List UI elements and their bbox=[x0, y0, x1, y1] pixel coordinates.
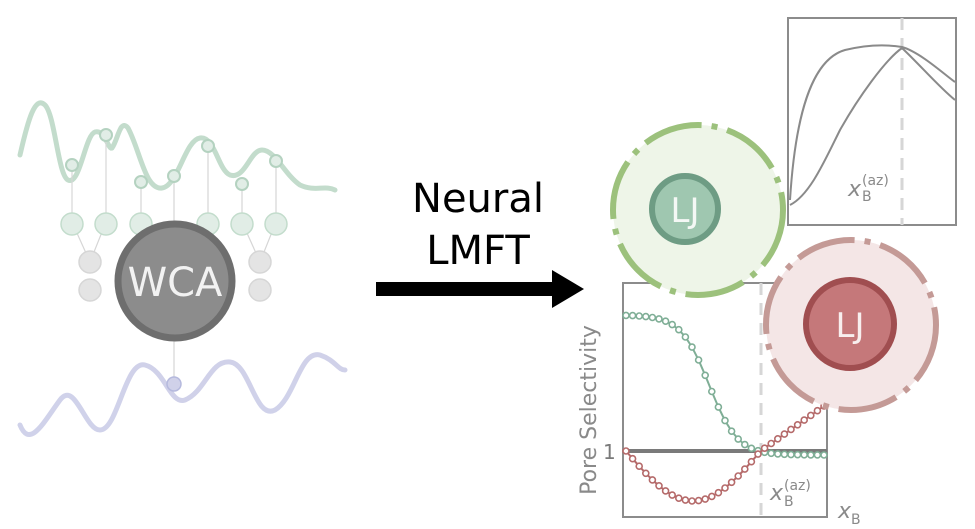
selectivity-point bbox=[635, 462, 644, 471]
selectivity-point bbox=[668, 320, 677, 329]
selectivity-point bbox=[701, 495, 710, 503]
selectivity-point bbox=[747, 444, 756, 453]
ytick-1: 1 bbox=[603, 440, 616, 464]
selectivity-point bbox=[641, 469, 650, 478]
selectivity-point bbox=[760, 444, 769, 453]
selectivity-point bbox=[707, 492, 716, 501]
neural-network bbox=[17, 100, 348, 437]
selectivity-point bbox=[800, 416, 809, 424]
top-curve-slow bbox=[789, 46, 956, 206]
selectivity-point bbox=[648, 313, 657, 322]
selectivity-point bbox=[740, 440, 749, 449]
selectivity-point bbox=[747, 457, 756, 466]
selectivity-point bbox=[813, 406, 822, 415]
selectivity-point bbox=[800, 450, 809, 459]
lj-red-label: LJ bbox=[836, 306, 865, 346]
bottom-xlabel-sub: B bbox=[851, 512, 861, 528]
lj-red-particle: LJ bbox=[763, 237, 939, 413]
transformation-arrow bbox=[376, 270, 584, 308]
selectivity-point bbox=[674, 494, 683, 503]
selectivity-point bbox=[813, 451, 822, 459]
selectivity-point bbox=[820, 451, 828, 459]
selectivity-point bbox=[780, 450, 789, 459]
selectivity-point bbox=[721, 484, 729, 492]
lj-green-particle: LJ bbox=[610, 122, 786, 298]
bottom-marker-sup: (az) bbox=[784, 478, 811, 494]
selectivity-point bbox=[806, 411, 815, 420]
selectivity-point bbox=[694, 496, 703, 505]
selectivity-point bbox=[773, 434, 782, 443]
selectivity-red-series bbox=[622, 402, 828, 505]
selectivity-point bbox=[727, 478, 736, 487]
selectivity-point bbox=[688, 343, 696, 351]
selectivity-point bbox=[734, 472, 743, 480]
selectivity-point bbox=[740, 465, 749, 473]
selectivity-point bbox=[793, 450, 802, 459]
selectivity-point bbox=[681, 496, 690, 504]
selectivity-point bbox=[674, 325, 683, 334]
bottom-marker-sub: B bbox=[784, 494, 794, 510]
bottom-xlabel: x bbox=[837, 499, 852, 524]
selectivity-point bbox=[681, 333, 690, 341]
top-wave bbox=[17, 100, 338, 193]
bottom-wave bbox=[17, 352, 348, 437]
selectivity-point bbox=[787, 425, 795, 434]
selectivity-point bbox=[661, 317, 670, 326]
bottom-marker-label: x bbox=[769, 481, 784, 506]
selectivity-point bbox=[668, 491, 677, 499]
selectivity-point bbox=[793, 420, 802, 429]
selectivity-point bbox=[721, 416, 729, 425]
selectivity-point bbox=[714, 488, 723, 497]
selectivity-point bbox=[655, 315, 663, 323]
top-plot: x B (az) bbox=[787, 17, 957, 226]
bottom-ylabel: Pore Selectivity bbox=[577, 325, 602, 495]
selectivity-point bbox=[628, 454, 637, 463]
selectivity-point bbox=[622, 447, 630, 455]
selectivity-point bbox=[767, 439, 776, 448]
selectivity-point bbox=[688, 497, 696, 505]
selectivity-point bbox=[655, 481, 663, 490]
selectivity-point bbox=[661, 487, 670, 495]
lj-green-label: LJ bbox=[671, 191, 700, 231]
wca-particle: WCA bbox=[114, 220, 236, 342]
selectivity-point bbox=[754, 450, 762, 458]
selectivity-point bbox=[767, 449, 776, 458]
top-marker-sup: (az) bbox=[862, 173, 889, 189]
selectivity-point bbox=[622, 311, 630, 320]
arrow-label-line1: Neural bbox=[412, 176, 544, 222]
wca-label: WCA bbox=[128, 260, 223, 306]
top-marker-sub: B bbox=[862, 189, 872, 205]
selectivity-point bbox=[641, 312, 650, 321]
selectivity-point bbox=[780, 430, 789, 438]
selectivity-point bbox=[806, 451, 815, 459]
selectivity-point bbox=[694, 356, 703, 364]
selectivity-point bbox=[648, 476, 657, 484]
selectivity-point bbox=[773, 450, 782, 458]
selectivity-point bbox=[727, 427, 736, 436]
selectivity-point bbox=[714, 403, 723, 411]
selectivity-point bbox=[635, 312, 644, 320]
selectivity-point bbox=[707, 387, 716, 396]
selectivity-point bbox=[787, 450, 795, 459]
arrow-label-line2: LMFT bbox=[426, 228, 530, 274]
top-curve-fast bbox=[789, 44, 956, 201]
selectivity-point bbox=[734, 435, 743, 443]
selectivity-point bbox=[701, 371, 710, 380]
selectivity-point bbox=[628, 311, 637, 320]
top-marker-label: x bbox=[847, 177, 862, 202]
